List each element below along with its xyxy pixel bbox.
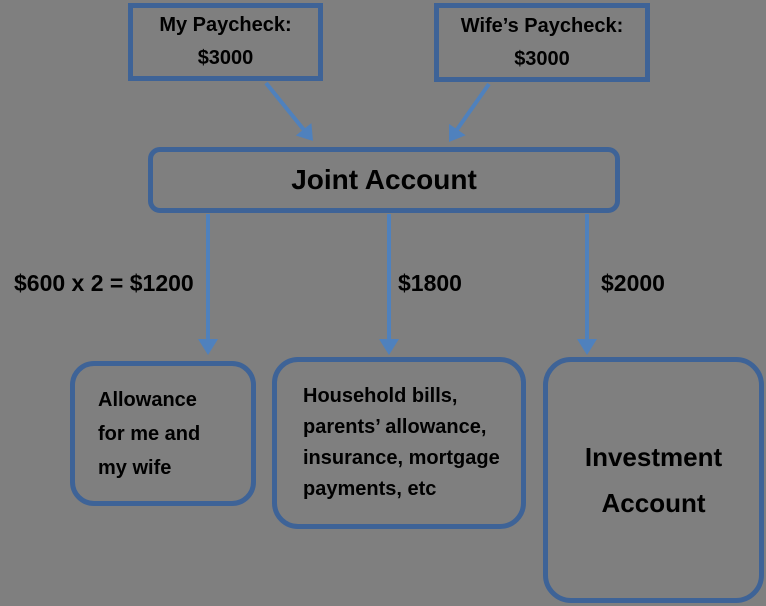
edge-label-allowance-amount: $600 x 2 = $1200 [14,270,194,296]
node-allowance-line2: for me and [98,422,201,445]
node-investment-line1: Investment [584,442,723,472]
node-joint-account-label: Joint Account [291,164,477,195]
node-household: Household bills, parents’ allowance, ins… [272,357,526,529]
node-allowance-line1: Allowance [98,388,197,411]
edge-label-investment-amount: $2000 [601,270,665,296]
edge-label-household-amount: $1800 [398,270,462,296]
node-household-line3: insurance, mortgage [303,447,500,469]
node-my-paycheck: My Paycheck: $3000 [128,3,323,81]
node-joint-account: Joint Account [148,147,620,213]
node-allowance: Allowance for me and my wife [70,361,256,506]
arrow-my-paycheck-to-joint [264,81,313,141]
node-allowance-line3: my wife [98,456,172,479]
node-my-paycheck-line2: $3000 [197,47,254,69]
arrow-joint-to-allowance [198,214,218,355]
arrow-joint-to-investment [577,214,597,355]
node-investment-line2: Account [601,488,706,518]
node-investment: Investment Account [543,357,764,603]
node-wife-paycheck-line1: Wife’s Paycheck: [460,14,624,37]
node-household-line4: payments, etc [303,478,437,500]
node-household-line2: parents’ allowance, [303,416,487,438]
node-my-paycheck-line1: My Paycheck: [159,14,292,36]
arrow-joint-to-household [379,214,399,355]
arrow-wife-paycheck-to-joint [449,82,491,142]
node-wife-paycheck: Wife’s Paycheck: $3000 [434,3,650,82]
node-wife-paycheck-line2: $3000 [514,47,570,70]
node-household-line1: Household bills, [303,385,458,407]
